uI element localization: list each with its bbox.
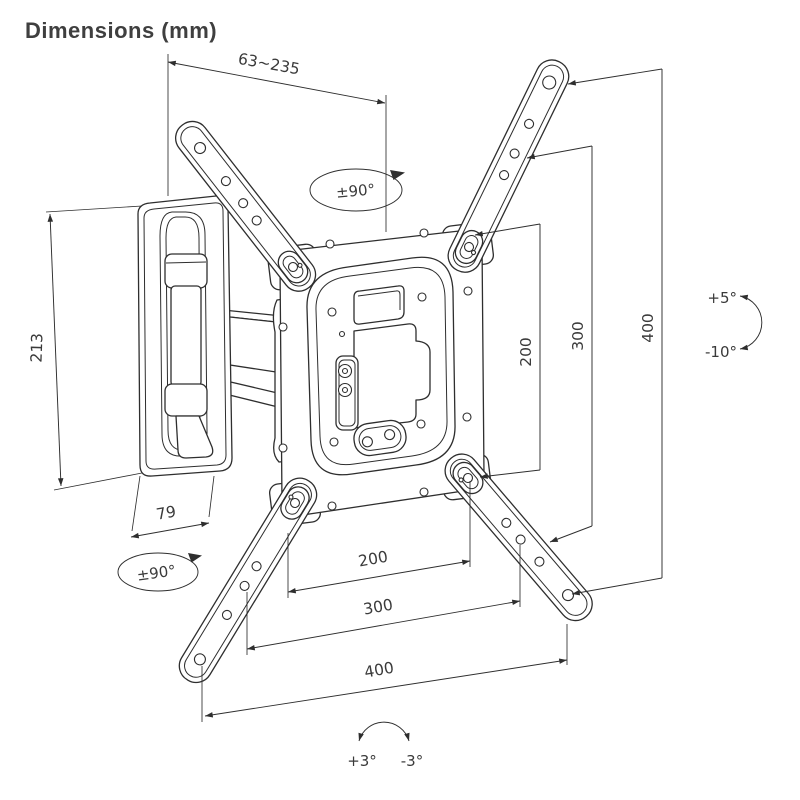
- label-tilt-down: -10°: [705, 343, 737, 361]
- dim-wall-plate-height: 213: [27, 206, 142, 490]
- bracket-clamp: [336, 356, 358, 430]
- label-tilt-up: +5°: [707, 289, 737, 307]
- label-level-cw: +3°: [347, 752, 377, 770]
- label-vesa-300-vertical: 300: [569, 321, 587, 351]
- vesa-arm-top-left: [169, 115, 322, 298]
- level-adjust-annotation: +3° -3°: [347, 722, 423, 770]
- rotation-arrow-icon: [188, 553, 202, 563]
- label-level-ccw: -3°: [401, 752, 423, 770]
- label-vesa-300-horizontal: 300: [362, 596, 394, 619]
- label-wall-plate-depth: 79: [155, 502, 178, 523]
- pivot-bolt: [452, 227, 487, 267]
- label-vesa-400-vertical: 400: [639, 313, 657, 343]
- dim-vesa-400-horizontal: 400: [202, 624, 567, 722]
- arm-tip-hole: [192, 652, 207, 667]
- center-bracket: [336, 286, 430, 458]
- tilt-arc-icon: [740, 294, 762, 351]
- dim-wall-plate-depth: 79: [131, 476, 214, 539]
- label-vesa-400-horizontal: 400: [363, 659, 395, 682]
- pivot-bolt: [449, 458, 488, 498]
- hinge-column: [165, 254, 213, 458]
- swivel-bottom-annotation: ±90°: [118, 553, 202, 591]
- dim-vesa-200-horizontal: 200: [288, 481, 470, 598]
- plate-mount-holes: [279, 229, 472, 510]
- label-swivel-top: ±90°: [335, 180, 376, 201]
- arm-tip-hole: [541, 74, 558, 91]
- label-arm-extension: 63~235: [237, 50, 301, 79]
- label-wall-plate-height: 213: [27, 333, 46, 363]
- rotation-ellipse-icon: [118, 553, 198, 591]
- vesa-arm-bottom-right: [439, 448, 599, 628]
- dim-vesa-300-horizontal: 300: [247, 545, 520, 655]
- rotation-arrow-icon: [390, 170, 405, 180]
- arm-tip-hole: [192, 140, 207, 155]
- pivot-bolt: [274, 247, 312, 287]
- label-swivel-bottom: ±90°: [136, 561, 177, 584]
- bracket-bottom-capsule: [352, 419, 408, 458]
- label-vesa-200-vertical: 200: [517, 337, 535, 367]
- dim-vesa-400-vertical: 400: [568, 69, 662, 596]
- label-vesa-200-horizontal: 200: [357, 548, 389, 571]
- bracket-top-slot: [354, 286, 404, 324]
- vesa-arm-bottom-left: [173, 472, 322, 688]
- vesa-arm-top-right: [443, 55, 574, 278]
- pivot-bolt: [277, 483, 313, 523]
- dim-vesa-200-vertical: 200: [475, 224, 540, 479]
- swivel-top-annotation: ±90°: [310, 169, 405, 211]
- dim-vesa-300-vertical: 300: [527, 146, 592, 542]
- level-arc-icon: [358, 722, 410, 741]
- hinge-sleeve: [176, 416, 213, 458]
- bracket-body: [354, 324, 430, 428]
- tilt-range-annotation: +5° -10°: [705, 289, 762, 361]
- drawing-title: Dimensions (mm): [25, 18, 217, 43]
- rotation-ellipse-icon: [310, 169, 402, 211]
